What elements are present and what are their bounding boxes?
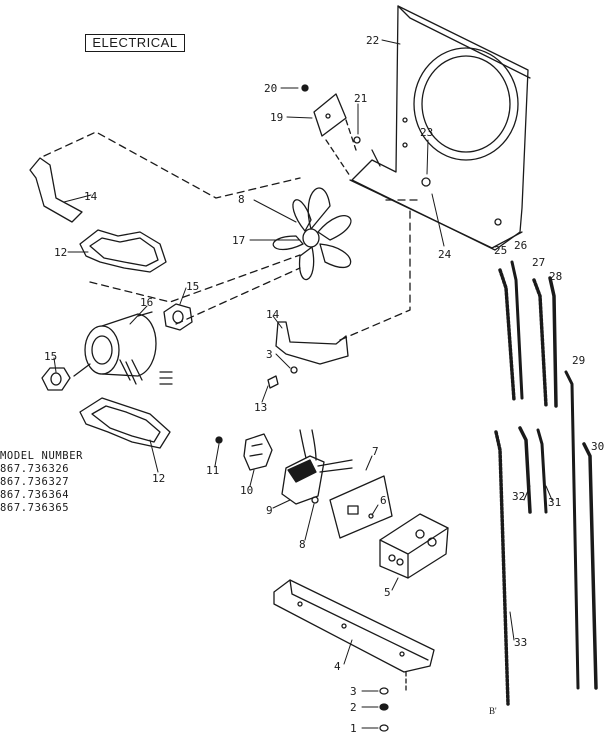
callout-13: 13 <box>254 401 267 414</box>
junction-box <box>379 513 449 579</box>
callout-30: 30 <box>591 440 604 453</box>
model-number-block: MODEL NUMBER 867.736326 867.736327 867.7… <box>0 450 83 515</box>
callout-3-upper: 3 <box>266 348 273 361</box>
model-number-heading: MODEL NUMBER <box>0 450 84 462</box>
wire-lead-27 <box>532 278 548 408</box>
section-title: ELECTRICAL <box>85 34 185 52</box>
screw-23 <box>421 177 431 187</box>
callout-12-upper: 12 <box>54 246 67 259</box>
model-number-item: 867.736327 <box>0 476 70 488</box>
callout-32: 32 <box>512 490 525 503</box>
callout-10: 10 <box>240 484 253 497</box>
wire-lead-30 <box>582 442 598 690</box>
callout-12-lower: 12 <box>152 472 165 485</box>
callout-31: 31 <box>548 496 561 509</box>
nut-1 <box>379 724 389 732</box>
terminal-block <box>243 433 273 471</box>
callout-20: 20 <box>264 82 277 95</box>
callout-3-lower: 3 <box>350 685 357 698</box>
fan-blade <box>272 187 352 281</box>
base-rail <box>273 579 435 673</box>
model-number-item: 867.736364 <box>0 489 70 501</box>
washer-3-lower <box>379 687 389 695</box>
callout-22: 22 <box>366 34 379 47</box>
callout-6: 6 <box>380 494 387 507</box>
fan-shroud-panel <box>349 5 531 251</box>
callout-26: 26 <box>514 239 527 252</box>
wire-lead-33 <box>494 430 510 706</box>
model-number-item: 867.736365 <box>0 502 70 514</box>
wire-lead-29 <box>564 370 580 690</box>
callout-16: 16 <box>140 296 153 309</box>
screw-11 <box>215 436 223 444</box>
mounting-bracket <box>313 93 347 137</box>
callout-1: 1 <box>350 722 357 733</box>
callout-15-right: 15 <box>186 280 199 293</box>
footer-mark: B' <box>489 706 497 716</box>
callout-17: 17 <box>232 234 245 247</box>
callout-29: 29 <box>572 354 585 367</box>
callout-27: 27 <box>532 256 545 269</box>
callout-19: 19 <box>270 111 283 124</box>
callout-23: 23 <box>420 126 433 139</box>
model-number-item: 867.736326 <box>0 463 70 475</box>
screw-21 <box>353 136 361 144</box>
wire-lead-31 <box>536 428 548 514</box>
washer-3-upper <box>290 366 298 374</box>
hex-nut-left <box>41 367 71 391</box>
leader-lines <box>53 39 553 729</box>
callout-25: 25 <box>494 244 507 257</box>
motor-mount-ring-upper <box>79 229 167 273</box>
callout-15-left: 15 <box>44 350 57 363</box>
control-plate <box>329 475 393 539</box>
hex-nut-right <box>163 303 193 331</box>
callout-21: 21 <box>354 92 367 105</box>
callout-33: 33 <box>514 636 527 649</box>
wire-lead-25 <box>498 268 516 402</box>
motor-bracket-right <box>275 321 349 365</box>
callout-labels: 22 20 21 19 23 8 17 24 14 12 15 16 15 12… <box>44 34 604 733</box>
callout-18: 8 <box>238 193 245 206</box>
fan-motor <box>84 311 173 385</box>
screw-6 <box>368 513 374 519</box>
callout-28: 28 <box>549 270 562 283</box>
screw-20 <box>301 84 309 92</box>
callout-14-left: 14 <box>84 190 98 203</box>
callout-4: 4 <box>334 660 341 673</box>
bolt-13 <box>267 375 279 389</box>
callout-14-right: 14 <box>266 308 280 321</box>
callout-8: 8 <box>299 538 306 551</box>
motor-mount-ring-lower <box>79 397 171 449</box>
wire-lead-26 <box>510 260 524 400</box>
callout-5: 5 <box>384 586 391 599</box>
callout-9: 9 <box>266 504 273 517</box>
callout-7: 7 <box>372 445 379 458</box>
callout-2: 2 <box>350 701 357 714</box>
lockwasher-2 <box>379 703 389 711</box>
motor-bracket-left <box>29 157 83 223</box>
wire-lead-28 <box>548 276 558 408</box>
callout-24: 24 <box>438 248 452 261</box>
screw-8 <box>311 496 319 504</box>
transformer <box>281 429 353 505</box>
callout-11: 11 <box>206 464 219 477</box>
